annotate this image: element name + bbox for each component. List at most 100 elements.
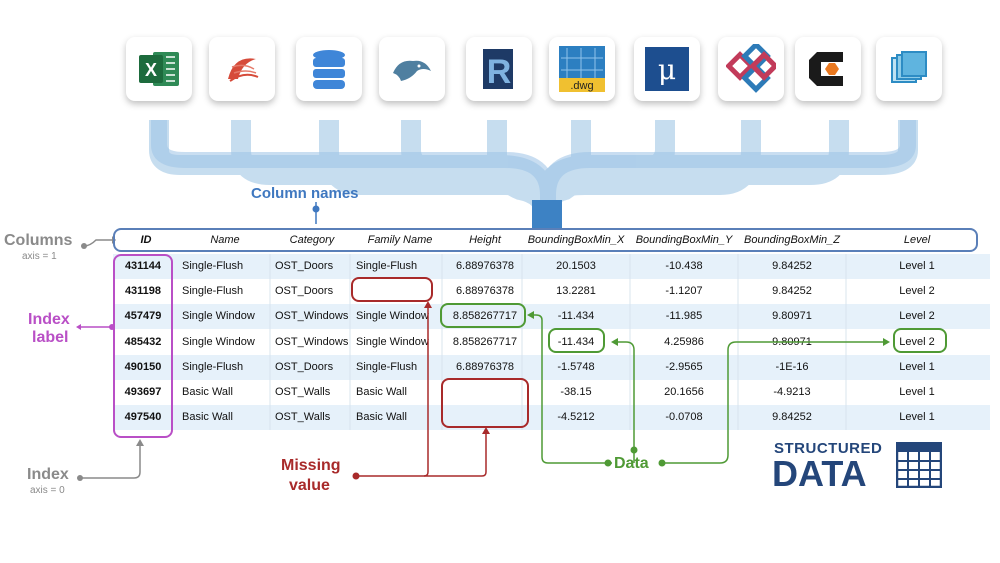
columns-pointer bbox=[81, 236, 116, 249]
missing-value-box-height bbox=[441, 378, 529, 428]
revit-icon: R bbox=[466, 37, 532, 101]
svg-text:μ: μ bbox=[658, 53, 676, 86]
cell-level: Level 2 bbox=[899, 335, 935, 348]
microstation-icon: μ bbox=[634, 37, 700, 101]
cell-bbox-min-y: 20.1656 bbox=[664, 386, 704, 398]
cell-category: OST_Windows bbox=[275, 335, 349, 348]
cell-bbox-min-x: 20.1503 bbox=[556, 260, 596, 272]
cell-category: OST_Doors bbox=[275, 360, 334, 373]
svg-text:X: X bbox=[145, 60, 157, 80]
cell-bbox-min-x: -1.5748 bbox=[557, 360, 595, 373]
cell-category: OST_Doors bbox=[275, 260, 334, 272]
header-height: Height bbox=[469, 234, 501, 246]
database-icon bbox=[296, 37, 362, 101]
data-box-height bbox=[440, 303, 526, 328]
index-axis-label: axis = 0 bbox=[30, 485, 65, 496]
cell-name: Single-Flush bbox=[182, 360, 244, 373]
cell-height: 6.88976378 bbox=[455, 285, 515, 298]
dwg-icon: .dwg bbox=[549, 37, 615, 101]
cell-id: 431144 bbox=[124, 260, 162, 272]
table-icon bbox=[896, 442, 942, 488]
missing-label-1: Missing bbox=[281, 457, 341, 474]
cell-bbox-min-y: 4.25986 bbox=[664, 335, 704, 348]
cell-height: 8.858267717 bbox=[452, 335, 518, 348]
cell-level: Level 1 bbox=[899, 386, 935, 398]
cell-name: Single Window bbox=[182, 335, 255, 348]
cell-bbox-min-z: 9.80971 bbox=[772, 310, 812, 323]
missing-value-box-family bbox=[351, 277, 433, 302]
svg-text:.dwg: .dwg bbox=[570, 80, 593, 92]
cell-bbox-min-x: 13.2281 bbox=[556, 285, 596, 298]
cell-level: Level 1 bbox=[899, 411, 935, 424]
missing-label-2: value bbox=[289, 477, 330, 494]
columns-label: Columns bbox=[4, 232, 73, 249]
missing-value-pointers bbox=[352, 301, 490, 480]
index-label-pointer bbox=[76, 324, 115, 330]
cell-bbox-min-x: -11.434 bbox=[557, 310, 595, 323]
cell-name: Single Window bbox=[182, 310, 255, 323]
cell-bbox-min-y: -1.1207 bbox=[665, 285, 703, 298]
cell-family-name: Single Window bbox=[356, 335, 429, 348]
data-box-bbox-x bbox=[548, 328, 605, 353]
funnel-graphic bbox=[149, 120, 918, 230]
cell-category: OST_Windows bbox=[275, 310, 349, 323]
data-big-label: DATA bbox=[772, 453, 867, 494]
column-names-label: Column names bbox=[251, 185, 359, 202]
cell-bbox-min-z: 9.84252 bbox=[772, 285, 812, 298]
cell-bbox-min-y: -2.9565 bbox=[665, 360, 703, 373]
ifc-icon bbox=[718, 37, 784, 101]
header-level: Level bbox=[903, 234, 931, 246]
cell-bbox-min-z: 9.84252 bbox=[772, 411, 812, 424]
index-pointer bbox=[77, 439, 144, 481]
sql-server-icon bbox=[209, 37, 275, 101]
cell-bbox-min-z: 9.84252 bbox=[772, 260, 812, 272]
header-bbox-min-z: BoundingBoxMin_Z bbox=[743, 234, 840, 246]
data-pointers bbox=[527, 311, 890, 467]
cell-height: 8.858267717 bbox=[452, 310, 518, 323]
header-family-name: Family Name bbox=[367, 234, 433, 246]
cell-family-name: Single-Flush bbox=[356, 360, 418, 373]
index-label-text-2: label bbox=[32, 329, 69, 346]
cell-category: OST_Doors bbox=[275, 285, 334, 298]
index-label-text-1: Index bbox=[28, 311, 70, 328]
cell-family-name: Basic Wall bbox=[356, 411, 407, 424]
header-name: Name bbox=[210, 234, 240, 246]
cell-family-name: Single Window bbox=[356, 310, 429, 323]
excel-icon: X bbox=[126, 37, 192, 101]
cell-name: Basic Wall bbox=[182, 386, 233, 398]
cell-id: 485432 bbox=[124, 335, 162, 348]
data-label: Data bbox=[614, 455, 649, 472]
header-category: Category bbox=[289, 234, 335, 246]
column-names-pointer bbox=[312, 202, 320, 224]
cell-bbox-min-y: -11.985 bbox=[665, 310, 703, 323]
cell-category: OST_Walls bbox=[275, 386, 331, 398]
data-box-level bbox=[893, 328, 947, 353]
cell-height: 6.88976378 bbox=[455, 360, 515, 373]
cell-bbox-min-x: -38.15 bbox=[560, 386, 592, 398]
cell-category: OST_Walls bbox=[275, 411, 331, 424]
layers-icon bbox=[876, 37, 942, 101]
mysql-icon bbox=[379, 37, 445, 101]
cell-name: Basic Wall bbox=[182, 411, 233, 424]
cell-level: Level 2 bbox=[899, 285, 935, 298]
cell-name: Single-Flush bbox=[182, 260, 244, 272]
cell-name: Single-Flush bbox=[182, 285, 244, 298]
column-header-row bbox=[113, 228, 978, 252]
cell-family-name: Single-Flush bbox=[356, 260, 418, 272]
cell-bbox-min-z: -1E-16 bbox=[775, 360, 809, 373]
svg-text:R: R bbox=[487, 53, 512, 91]
index-label: Index bbox=[27, 466, 69, 483]
cell-level: Level 1 bbox=[899, 260, 935, 272]
structured-label: STRUCTURED bbox=[774, 440, 883, 457]
header-id: ID bbox=[140, 234, 152, 246]
cell-bbox-min-x: -11.434 bbox=[557, 335, 595, 348]
cell-bbox-min-z: -4.9213 bbox=[773, 386, 811, 398]
cell-bbox-min-y: -10.438 bbox=[665, 260, 703, 272]
datadrivenconstruction-icon bbox=[795, 37, 861, 101]
cell-level: Level 2 bbox=[899, 310, 935, 323]
